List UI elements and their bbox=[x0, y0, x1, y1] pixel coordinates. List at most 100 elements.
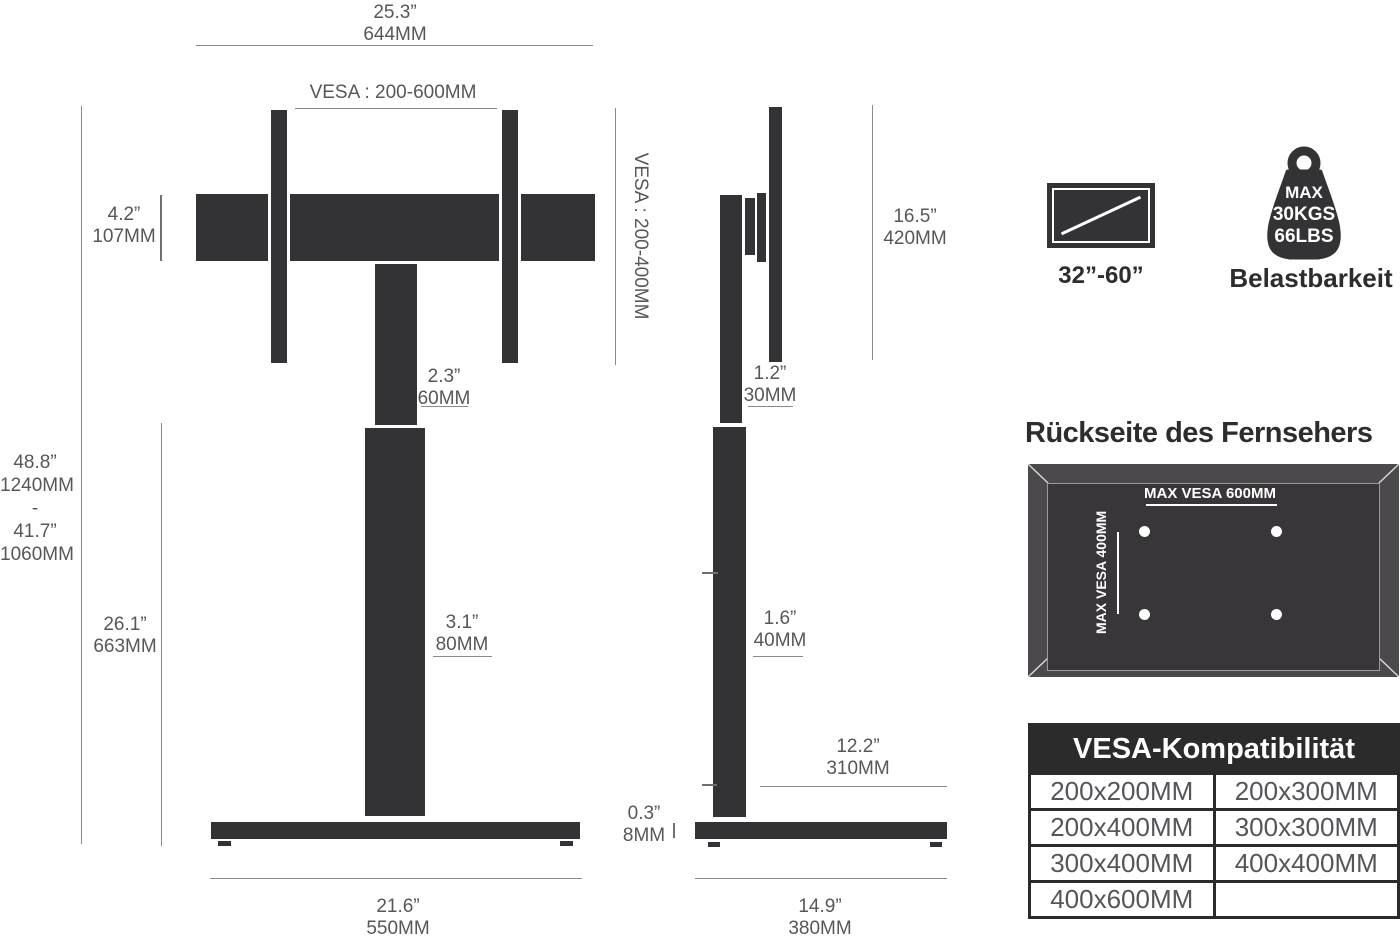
dim-column-height: 26.1” 663MM bbox=[85, 614, 165, 658]
tv-screen-icon-frame bbox=[1052, 188, 1150, 243]
tick-side-column-2 bbox=[702, 784, 717, 786]
vesa-cell: 400x400MM bbox=[1215, 847, 1397, 880]
tv-back-inner-panel bbox=[1047, 483, 1380, 671]
vesa-cell: 300x400MM bbox=[1031, 847, 1213, 880]
dim-height-max-in: 48.8” bbox=[13, 452, 57, 473]
dim-shelf-depth: 12.2” 310MM bbox=[818, 736, 898, 780]
tv-screen-diagonal bbox=[1060, 195, 1142, 236]
front-vesa-rail-left bbox=[271, 110, 287, 363]
weight-lbs-text: 66LBS bbox=[1274, 226, 1334, 247]
dim-side-neck-mm: 30MM bbox=[743, 385, 797, 406]
tv-back-bevel-lines bbox=[1028, 464, 1399, 677]
dim-height-dash: - bbox=[31, 498, 39, 519]
dim-line-side-base bbox=[695, 878, 947, 879]
dim-column-height-in: 26.1” bbox=[103, 614, 147, 635]
label-vesa-range-front: VESA : 200-600MM bbox=[283, 82, 503, 104]
dim-side-neck: 1.2” 30MM bbox=[730, 363, 810, 407]
dim-height-min-in: 41.7” bbox=[13, 521, 57, 542]
vesa-cell: 300x300MM bbox=[1215, 811, 1397, 844]
dim-line-front-top bbox=[196, 45, 593, 46]
vesa-cell: 200x200MM bbox=[1031, 775, 1213, 808]
weight-icon bbox=[1267, 146, 1341, 260]
side-main-column bbox=[713, 427, 746, 817]
dim-bracket-height-in: 4.2” bbox=[107, 204, 141, 225]
dim-tv-height: 16.5” 420MM bbox=[873, 206, 957, 250]
underline-side-column bbox=[753, 656, 803, 657]
side-neck-column bbox=[720, 195, 742, 423]
dim-shelf-depth-mm: 310MM bbox=[826, 758, 890, 779]
weight-kgs-text: 30KGS bbox=[1272, 204, 1336, 225]
load-capacity-text: Belastbarkeit bbox=[1229, 263, 1393, 293]
front-neck-column bbox=[375, 264, 417, 425]
dim-column-width-in: 3.1” bbox=[445, 612, 479, 633]
dim-line-tv-height bbox=[872, 105, 873, 360]
dim-neck-width: 2.3” 60MM bbox=[404, 366, 484, 410]
dim-line-column-height bbox=[161, 423, 162, 846]
label-vesa-range-side-text: VESA : 200-400MM bbox=[630, 152, 651, 320]
side-base bbox=[695, 822, 947, 839]
dim-line-front-base bbox=[210, 878, 582, 879]
tv-screen-icon bbox=[1047, 183, 1155, 248]
dim-neck-width-in: 2.3” bbox=[427, 366, 461, 387]
dim-height-min-mm: 1060MM bbox=[0, 544, 74, 565]
dim-front-base-width-mm: 550MM bbox=[366, 918, 430, 939]
dim-line-total-height bbox=[81, 106, 82, 844]
vesa-compatibility-table: VESA-Kompatibilität 200x200MM 200x300MM … bbox=[1028, 723, 1400, 919]
tv-back-heading-text: Rückseite des Fernsehers bbox=[1025, 417, 1373, 449]
tick-side-column-1 bbox=[702, 572, 718, 574]
dim-column-width: 3.1” 80MM bbox=[422, 612, 502, 656]
side-bracket-plate-2 bbox=[757, 193, 766, 262]
dim-height-range: 48.8” 1240MM - 41.7” 1060MM bbox=[0, 451, 74, 566]
load-capacity-label: Belastbarkeit bbox=[1225, 263, 1397, 294]
front-base-foot-left bbox=[218, 841, 231, 846]
front-vesa-rail-right bbox=[502, 110, 518, 363]
dim-line-vesa-front bbox=[295, 108, 497, 109]
tick-bracket-height bbox=[160, 195, 162, 261]
front-crossbar bbox=[196, 194, 595, 261]
front-main-column bbox=[365, 428, 425, 816]
dim-height-max-mm: 1240MM bbox=[0, 475, 74, 496]
dim-neck-width-mm: 60MM bbox=[417, 388, 471, 409]
dim-base-thickness-mm: 8MM bbox=[622, 825, 666, 846]
weight-max-text: MAX bbox=[1285, 183, 1323, 202]
dim-front-top-width-in: 25.3” bbox=[373, 2, 417, 23]
vesa-cell: 200x300MM bbox=[1215, 775, 1397, 808]
side-base-foot-right bbox=[930, 842, 942, 847]
dim-front-top-width: 25.3” 644MM bbox=[315, 2, 475, 46]
screen-size-text: 32”-60” bbox=[1058, 262, 1144, 289]
vesa-hole-bottom-left bbox=[1139, 609, 1150, 620]
vesa-hole-top-left bbox=[1139, 526, 1150, 537]
dim-front-top-width-mm: 644MM bbox=[363, 24, 427, 45]
vesa-table-title-text: VESA-Kompatibilität bbox=[1073, 732, 1355, 765]
dim-column-width-mm: 80MM bbox=[435, 634, 489, 655]
max-vesa-600-line bbox=[1146, 504, 1277, 506]
front-base bbox=[211, 822, 580, 839]
tv-back-heading: Rückseite des Fernsehers bbox=[1025, 417, 1400, 450]
vesa-hole-bottom-right bbox=[1271, 609, 1282, 620]
dim-side-column: 1.6” 40MM bbox=[740, 608, 820, 652]
dim-tv-height-mm: 420MM bbox=[883, 228, 947, 249]
max-vesa-400-line bbox=[1117, 532, 1119, 614]
dim-base-thickness: 0.3” 8MM bbox=[604, 803, 684, 847]
label-vesa-range-side: VESA : 200-400MM bbox=[629, 126, 651, 346]
dim-base-thickness-in: 0.3” bbox=[627, 803, 661, 824]
underline-neck bbox=[421, 406, 468, 407]
vesa-hole-top-right bbox=[1271, 526, 1282, 537]
dim-side-base-depth: 14.9” 380MM bbox=[740, 896, 900, 940]
dim-line-shelf-depth bbox=[760, 786, 947, 787]
vesa-table-title: VESA-Kompatibilität bbox=[1031, 726, 1397, 772]
dim-side-column-mm: 40MM bbox=[753, 630, 807, 651]
front-base-foot-right bbox=[560, 841, 573, 846]
vesa-cell bbox=[1215, 883, 1397, 916]
underline-side-neck bbox=[748, 406, 793, 407]
dim-side-column-in: 1.6” bbox=[763, 608, 797, 629]
vesa-cell: 200x400MM bbox=[1031, 811, 1213, 844]
max-vesa-600-label: MAX VESA 600MM bbox=[1100, 485, 1320, 502]
side-tv-panel bbox=[769, 107, 782, 362]
max-vesa-600-text: MAX VESA 600MM bbox=[1144, 485, 1276, 502]
dim-side-neck-in: 1.2” bbox=[753, 363, 787, 384]
side-bracket-plate-1 bbox=[745, 198, 755, 255]
screen-size-label: 32”-60” bbox=[1040, 262, 1162, 290]
dim-tv-height-in: 16.5” bbox=[893, 206, 937, 227]
